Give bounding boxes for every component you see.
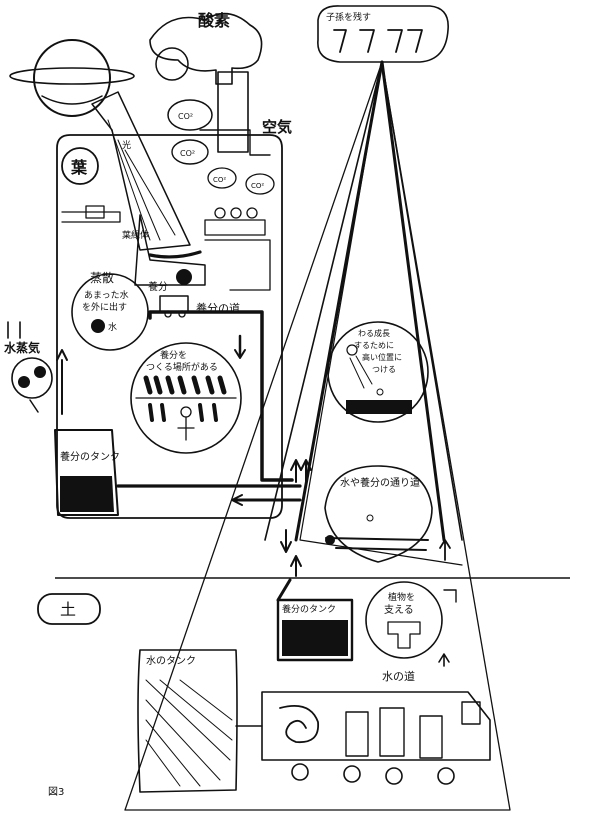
water-tank: 水のタンク: [137, 649, 263, 793]
co2-bubble-3: CO²: [213, 176, 226, 184]
transpiration-icon-text: 水: [108, 321, 117, 333]
nutrient-factory: 養分を つくる場所がある: [130, 342, 242, 454]
water-road-label: 水の道: [382, 669, 415, 683]
support-circle: 植物を 支える: [365, 581, 457, 667]
nutrient-factory-1: 養分を: [160, 349, 187, 361]
nutrient-label: 養分: [148, 280, 168, 293]
root-nutrient-tank-label: 養分のタンク: [282, 603, 336, 615]
water-tank-label: 水のタンク: [146, 655, 196, 667]
transpiration-circle: 蒸散 あまった水 を外に出す 水: [71, 270, 149, 351]
grow-3: 高い位置に: [362, 352, 402, 362]
figure-caption: 図3: [48, 786, 64, 798]
grow-circle: わる成長 するために 高い位置に つける: [327, 321, 429, 423]
co2-bubble-1: CO²: [178, 112, 193, 121]
oxygen-label: 酸素: [198, 11, 230, 30]
grow-2: するために: [354, 341, 394, 350]
chlorophyll: 葉緑体: [122, 207, 271, 291]
plant-triangle: [124, 60, 511, 811]
water-nutrient-road-label: 水や養分の通り道: [340, 476, 420, 489]
co2-bubble-4: CO²: [251, 182, 264, 190]
soil-badge: 土: [37, 593, 101, 625]
steam-label: 水蒸気: [4, 340, 40, 355]
light-label: 光: [122, 139, 131, 151]
seeds-label: 子孫を残す: [326, 11, 371, 23]
transpiration-desc-1: あまった水: [84, 289, 129, 301]
light-beam: 光: [91, 91, 191, 251]
water-road: 水の道: [261, 669, 491, 785]
root-nutrient-tank: 養分のタンク: [276, 578, 354, 662]
transpiration-title: 蒸散: [90, 270, 114, 285]
leaf-label: 葉: [70, 158, 88, 177]
seeds-cloud: 子孫を残す: [317, 5, 449, 63]
support-1: 植物を: [388, 591, 415, 603]
nutrient-tank-label: 養分のタンク: [60, 450, 120, 463]
grow-4: つける: [372, 365, 396, 374]
steam-icon: 水蒸気: [4, 321, 68, 415]
co2-bubble-2: CO²: [180, 149, 195, 158]
water-nutrient-road: 水や養分の通り道: [324, 465, 451, 563]
transpiration-desc-2: を外に出す: [82, 301, 127, 313]
chlorophyll-label-1: 葉緑体: [122, 229, 149, 241]
soil-label: 土: [60, 600, 76, 619]
support-2: 支える: [384, 604, 414, 616]
oxygen-cloud: 酸素: [149, 11, 263, 85]
air-label: 空気: [262, 118, 292, 136]
sun-icon: [9, 39, 135, 117]
grow-1: わる成長: [358, 328, 390, 338]
nutrient-road: 養分 養分の道: [148, 269, 294, 482]
nutrient-factory-2: つくる場所がある: [146, 361, 218, 373]
stem-arrows: [280, 459, 312, 577]
co2-chimney: CO² CO² CO² CO²: [167, 71, 275, 195]
